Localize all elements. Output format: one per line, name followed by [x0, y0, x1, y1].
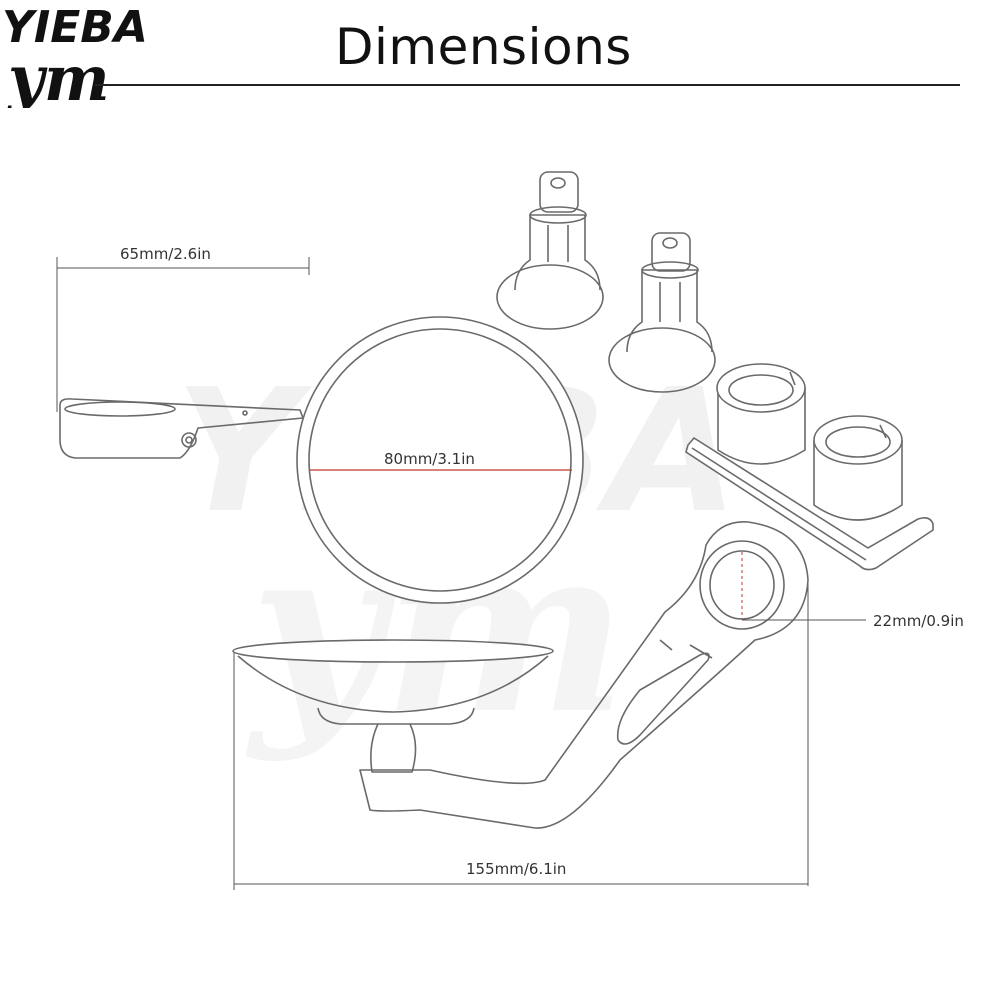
hex-key-edge	[691, 447, 867, 561]
mirror-side-view: 65mm/2.6in	[56, 245, 310, 459]
dim-label-65mm: 65mm/2.6in	[120, 245, 211, 263]
plug2-head	[651, 232, 691, 272]
plug1-flange	[496, 264, 604, 330]
plug1-top	[529, 206, 587, 224]
sleeve2-inner	[825, 426, 891, 458]
hex-key-body	[685, 436, 934, 571]
side-clamp-opening	[64, 401, 176, 417]
sleeve2-top	[813, 415, 903, 465]
plug2-hole	[662, 237, 678, 249]
profile-arm-screw	[689, 644, 713, 659]
profile-ball-joint	[370, 723, 417, 773]
mirror-arm-profile: 155mm/6.1in 22mm/0.9in	[232, 521, 964, 890]
brand-logo: YIEBA ym	[2, 2, 148, 108]
brand-logo-text: YIEBA	[2, 2, 148, 53]
plug1-body	[514, 214, 601, 291]
profile-arm-slot	[616, 652, 710, 745]
plug1-hole	[550, 177, 566, 189]
sleeve-1	[716, 363, 806, 465]
plug1-head	[539, 171, 579, 213]
hex-key	[685, 436, 934, 571]
header-divider	[95, 84, 960, 86]
sleeve-2	[813, 415, 903, 521]
sleeve2-split	[879, 424, 887, 439]
plug2-flange	[608, 327, 716, 393]
brand-logo-mark: ym	[6, 42, 110, 108]
side-bolt	[181, 432, 197, 448]
bar-end-plug-2	[608, 232, 716, 393]
mirror-front-view: 80mm/3.1in	[296, 316, 584, 604]
bar-end-plug-1	[496, 171, 604, 330]
mirror-outer-ring	[296, 316, 584, 604]
side-arm-body	[59, 398, 304, 459]
mirror-glass	[308, 328, 572, 592]
page-title: Dimensions	[335, 18, 632, 76]
dim-label-155mm: 155mm/6.1in	[466, 860, 566, 878]
dim-label-22mm: 22mm/0.9in	[873, 612, 964, 630]
plug2-body	[626, 269, 713, 353]
profile-arm	[359, 521, 809, 829]
side-bolt-inner	[185, 436, 193, 444]
plug2-top	[641, 261, 699, 279]
sleeve1-top	[716, 363, 806, 413]
profile-mirror-mount	[317, 707, 475, 725]
profile-mirror-rim	[232, 639, 554, 663]
profile-arm-hinge	[659, 639, 673, 651]
sleeve1-split	[789, 371, 796, 386]
sleeve1-inner	[728, 374, 794, 406]
side-arm-hole	[242, 410, 248, 416]
profile-mirror-back	[237, 655, 549, 713]
dim-label-80mm: 80mm/3.1in	[384, 450, 475, 468]
